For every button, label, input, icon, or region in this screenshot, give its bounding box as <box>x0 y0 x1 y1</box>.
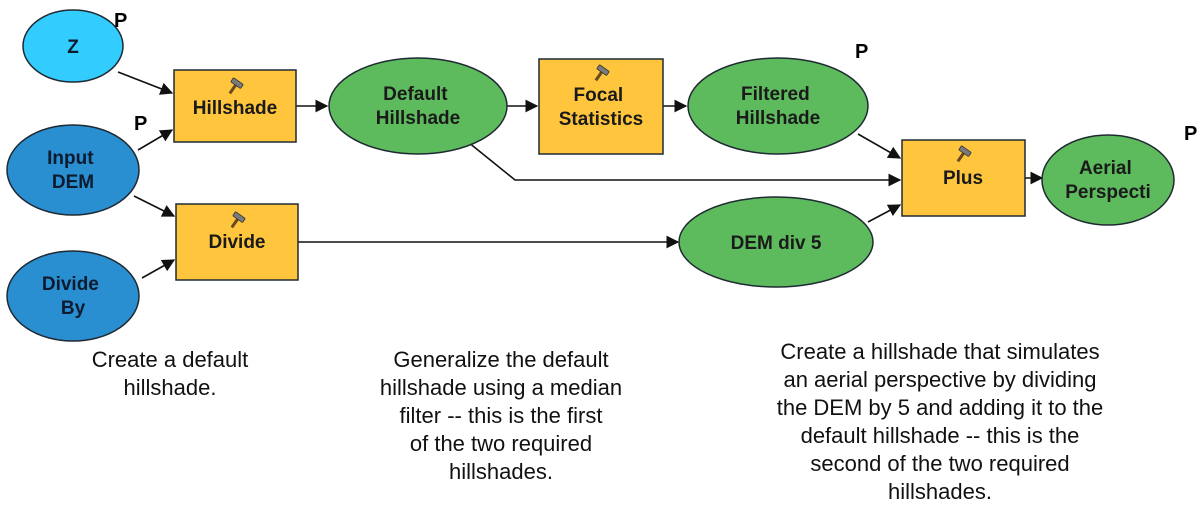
note-line: Generalize the default <box>393 347 609 372</box>
divide-by-label: Divide By <box>42 274 104 319</box>
parameter-marker: P <box>1184 123 1197 145</box>
plus-tool-label: Plus <box>943 168 983 189</box>
connector-default-hillshade-to-plus <box>467 141 902 187</box>
parameter-marker: P <box>134 113 147 135</box>
z-label: Z <box>67 37 79 58</box>
hillshade-tool-label: Hillshade <box>193 98 277 119</box>
note-line: default hillshade -- this is the <box>800 423 1080 448</box>
input-dem-node[interactable]: Input DEM <box>6 124 140 216</box>
note-line: Create a hillshade that simulates <box>780 339 1100 364</box>
divide-tool-label: Divide <box>208 232 265 253</box>
connector-z-to-hillshade <box>117 71 174 95</box>
note-line: the DEM by 5 and adding it to the <box>776 395 1104 420</box>
default-hillshade-node[interactable]: Default Hillshade <box>328 57 508 155</box>
note-default-hillshade: Create a default hillshade. <box>40 346 300 402</box>
z-node[interactable]: Z <box>22 9 124 83</box>
note-aerial-perspective: Create a hillshade that simulates an aer… <box>700 338 1180 506</box>
default-hillshade-label: Default Hillshade <box>376 84 460 129</box>
dem-div-5-node[interactable]: DEM div 5 <box>678 196 874 288</box>
parameter-marker: P <box>114 10 127 32</box>
connector-divide-by-to-divide <box>141 259 176 279</box>
note-line: hillshade using a median <box>379 375 623 400</box>
filtered-hillshade-label: Filtered Hillshade <box>736 84 820 129</box>
filtered-hillshade-node[interactable]: Filtered Hillshade <box>687 57 869 155</box>
hillshade-tool[interactable]: Hillshade <box>173 69 297 143</box>
divide-by-node[interactable]: Divide By <box>6 250 140 342</box>
parameter-marker: P <box>855 41 868 63</box>
connector-dem-div-5-to-plus <box>867 204 902 223</box>
note-line: Create a default <box>91 347 249 372</box>
note-line: hillshades. <box>888 479 992 504</box>
divide-tool[interactable]: Divide <box>175 203 299 281</box>
note-line: hillshades. <box>449 459 553 484</box>
note-line: second of the two required <box>810 451 1070 476</box>
connector-filtered-hillshade-to-plus <box>857 133 902 159</box>
note-line: of the two required <box>409 431 593 456</box>
plus-tool[interactable]: Plus <box>901 139 1026 217</box>
dem-div-5-label: DEM div 5 <box>731 233 822 254</box>
aerial-perspective-node[interactable]: Aerial Perspecti <box>1041 134 1175 226</box>
note-line: filter -- this is the first <box>399 403 603 428</box>
note-line: an aerial perspective by dividing <box>783 367 1097 392</box>
note-generalize: Generalize the default hillshade using a… <box>316 346 686 486</box>
input-dem-label: Input DEM <box>47 148 99 193</box>
connector-input-dem-to-hillshade <box>137 129 174 151</box>
focal-statistics-label: Focal Statistics <box>559 85 643 130</box>
focal-statistics-tool[interactable]: Focal Statistics <box>538 58 664 155</box>
connector-input-dem-to-divide <box>133 195 176 217</box>
connectors <box>117 71 1044 279</box>
note-line: hillshade. <box>123 375 217 400</box>
aerial-perspective-label: Aerial Perspecti <box>1065 158 1151 203</box>
